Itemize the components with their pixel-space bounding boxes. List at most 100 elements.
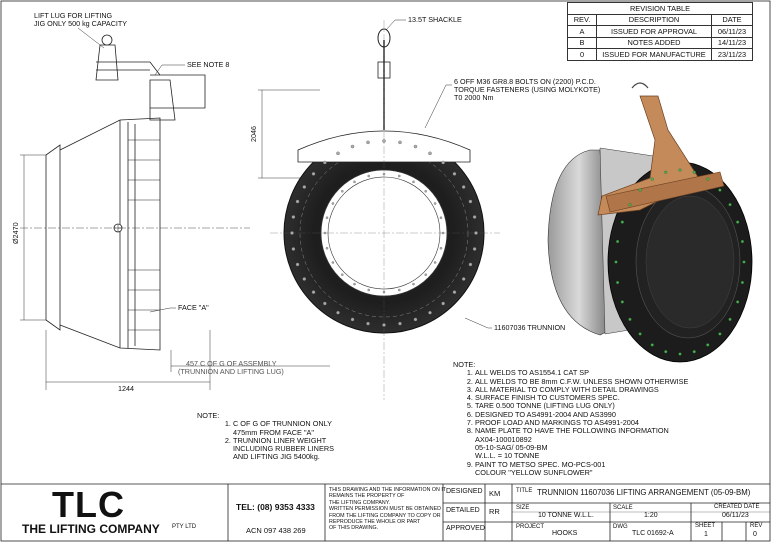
scale-value: 1:20: [644, 512, 658, 519]
liner-bolt-icon: [398, 174, 401, 178]
bolt-hole-icon: [474, 231, 478, 235]
note-item: TARE 0.500 TONNE (LIFTING LUG ONLY): [475, 402, 688, 411]
rev-value: 0: [753, 531, 757, 538]
diameter-dimension: Ø2470: [11, 222, 20, 244]
revision-cell: 23/11/23: [711, 48, 753, 61]
iso-bolt-icon: [620, 300, 624, 304]
iso-bolt-icon: [692, 170, 696, 174]
revision-cell: ISSUED FOR MANUFACTURE: [596, 48, 712, 61]
revision-table-title: REVISION TABLE: [567, 2, 753, 15]
bolt-hole-icon: [350, 317, 355, 322]
size-value: 10 TONNE W.L.L.: [538, 512, 594, 519]
notes-left-title: NOTE:: [197, 411, 220, 420]
iso-bolt-icon: [664, 170, 668, 174]
note-item: TRUNNION LINER WEIGHT INCLUDING RUBBER L…: [233, 436, 334, 462]
note-item: DESIGNED TO AS4991-2004 AND AS3990: [475, 410, 688, 419]
sheet-value: 1: [704, 531, 708, 538]
liner-bolt-icon: [341, 273, 344, 276]
bolt-hole-icon: [323, 301, 327, 306]
iso-bolt-icon: [678, 168, 682, 172]
scale-label: SCALE: [613, 505, 633, 511]
bolt-hole-icon: [290, 231, 294, 235]
company-logo: TLC: [52, 484, 125, 525]
iso-bolt-icon: [736, 300, 740, 304]
table-row: B NOTES ADDED 14/11/23: [567, 36, 753, 49]
iso-bolt-icon: [718, 332, 722, 336]
notes-left: NOTE: C OF G OF TRUNNION ONLY 475mm FROM…: [197, 411, 334, 462]
iso-bolt-icon: [718, 188, 722, 192]
bolt-hole-icon: [468, 199, 473, 204]
sheet-label: SHEET: [695, 523, 716, 529]
front-view: [270, 20, 500, 400]
iso-bolt-icon: [664, 350, 668, 354]
liner-bolt-icon: [323, 231, 327, 235]
created-label: CREATED DATE: [714, 504, 760, 510]
iso-bolt-icon: [736, 220, 740, 224]
liner-bolt-icon: [331, 261, 335, 264]
bolt-hole-icon: [398, 321, 402, 326]
side-view: [20, 34, 250, 351]
bolt-hole-icon: [295, 199, 300, 204]
note-item: ALL WELDS TO BE 8mm C.F.W. UNLESS SHOWN …: [475, 377, 688, 386]
revision-cell: ISSUED FOR APPROVAL: [596, 25, 712, 38]
iso-bolt-icon: [628, 203, 632, 207]
revision-cell: 06/11/23: [711, 25, 753, 38]
iso-bolt-icon: [620, 220, 624, 224]
bolt-hole-icon: [452, 172, 457, 176]
liner-bolt-icon: [341, 190, 344, 193]
revision-header: REV.: [567, 13, 597, 26]
shackle-callout: 13.5T SHACKLE: [408, 15, 462, 24]
bolts-callout-1: 6 OFF M36 GR8.8 BOLTS ON (2200) P.C.D.: [454, 77, 596, 86]
rev-label: REV: [750, 523, 763, 529]
liner-bolt-icon: [439, 216, 443, 219]
liner-bolt-icon: [367, 288, 370, 292]
created-value: 06/11/23: [722, 512, 749, 519]
bolt-hole-icon: [366, 140, 370, 145]
bolt-hole-icon: [323, 160, 327, 165]
cog-dimension-2: (TRUNNION AND LIFTING LUG): [178, 367, 284, 376]
designed-label: DESIGNED: [446, 488, 483, 495]
bolt-hole-icon: [413, 317, 418, 322]
revision-cell: 0: [567, 48, 597, 61]
bolt-hole-icon: [295, 262, 300, 267]
liner-bolt-icon: [412, 282, 415, 286]
liner-bolt-icon: [398, 288, 401, 292]
drawing-title: TRUNNION 11607036 LIFTING ARRANGEMENT (0…: [537, 488, 751, 497]
liner-bolt-icon: [412, 180, 415, 184]
height-dimension: 2046: [249, 126, 258, 142]
iso-bolt-icon: [692, 350, 696, 354]
trunnion-callout: 11607036 TRUNNION: [494, 323, 566, 332]
bolt-hole-icon: [291, 215, 296, 219]
company-suffix: PTY LTD: [172, 524, 197, 530]
dwg-number: TLC 01692-A: [632, 530, 674, 537]
bolt-hole-icon: [413, 144, 418, 149]
revision-table: REVISION TABLE REV. DESCRIPTION DATE A I…: [567, 2, 753, 61]
liner-bolt-icon: [367, 174, 370, 178]
iso-bolt-icon: [616, 280, 620, 285]
note-item: SURFACE FINISH TO CUSTOMERS SPEC.: [475, 393, 688, 402]
revision-cell: B: [567, 36, 597, 49]
liner-bolt-icon: [424, 273, 427, 276]
acn-number: ACN 097 438 269: [246, 526, 306, 535]
bolt-hole-icon: [311, 290, 316, 294]
note-item: NAME PLATE TO HAVE THE FOLLOWING INFORMA…: [475, 427, 688, 460]
bolt-hole-icon: [428, 310, 432, 315]
iso-bolt-icon: [628, 317, 632, 321]
lift-lug-callout-1: LIFT LUG FOR LIFTING: [34, 11, 113, 20]
iso-bolt-icon: [650, 343, 654, 347]
bolt-hole-icon: [336, 151, 340, 156]
iso-bolt-icon: [614, 260, 618, 264]
revision-cell: NOTES ADDED: [596, 36, 712, 49]
notes-right: NOTE: ALL WELDS TO AS1554.1 CAT SP ALL W…: [453, 360, 688, 477]
iso-bolt-icon: [650, 177, 654, 181]
note-item: C OF G OF TRUNNION ONLY 475mm FROM FACE …: [233, 420, 334, 437]
iso-bolt-icon: [638, 332, 642, 336]
title-label: TITLE: [516, 488, 533, 494]
liner-bolt-icon: [424, 190, 427, 193]
see-note-callout: SEE NOTE 8: [187, 60, 230, 69]
bolt-hole-icon: [428, 151, 432, 156]
notes-right-title: NOTE:: [453, 360, 476, 369]
face-a-callout: FACE "A": [178, 303, 209, 312]
isometric-view: [547, 82, 753, 363]
